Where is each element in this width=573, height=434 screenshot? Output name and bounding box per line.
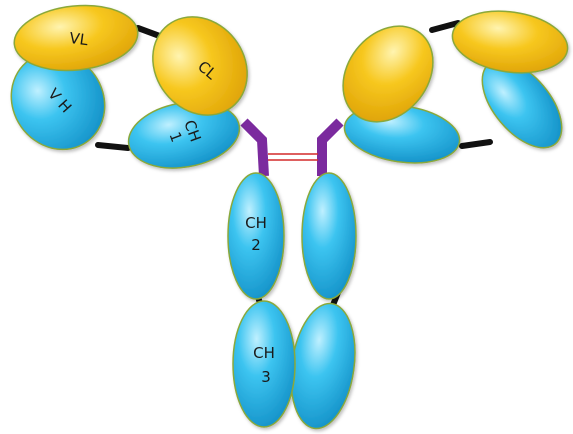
domain-cl-left (152, 16, 248, 116)
domain-cl-right (342, 25, 434, 123)
linker-vh-ch1-right (459, 139, 493, 149)
hinge (240, 118, 344, 177)
hinge-right (317, 118, 344, 176)
domain-vl-left (13, 4, 139, 72)
domain-ch2-left (227, 172, 285, 300)
label-ch3-line1: CH (253, 344, 275, 362)
left-arm (10, 4, 248, 169)
right-arm (342, 10, 569, 164)
fc-region (227, 172, 357, 430)
label-vl: VL (68, 29, 90, 50)
linker-vl-cl-right (429, 20, 461, 33)
domain-ch3-left (232, 300, 296, 428)
label-ch2-line2: 2 (251, 236, 261, 254)
domain-ch2-right (301, 172, 357, 300)
disulfide-bonds (268, 153, 318, 161)
label-ch3-line2: 3 (261, 368, 271, 386)
label-ch2-line1: CH (245, 214, 267, 232)
linker-vh-ch1-left (95, 142, 131, 151)
hinge-left (240, 118, 269, 177)
domain-vl-right (451, 10, 569, 74)
